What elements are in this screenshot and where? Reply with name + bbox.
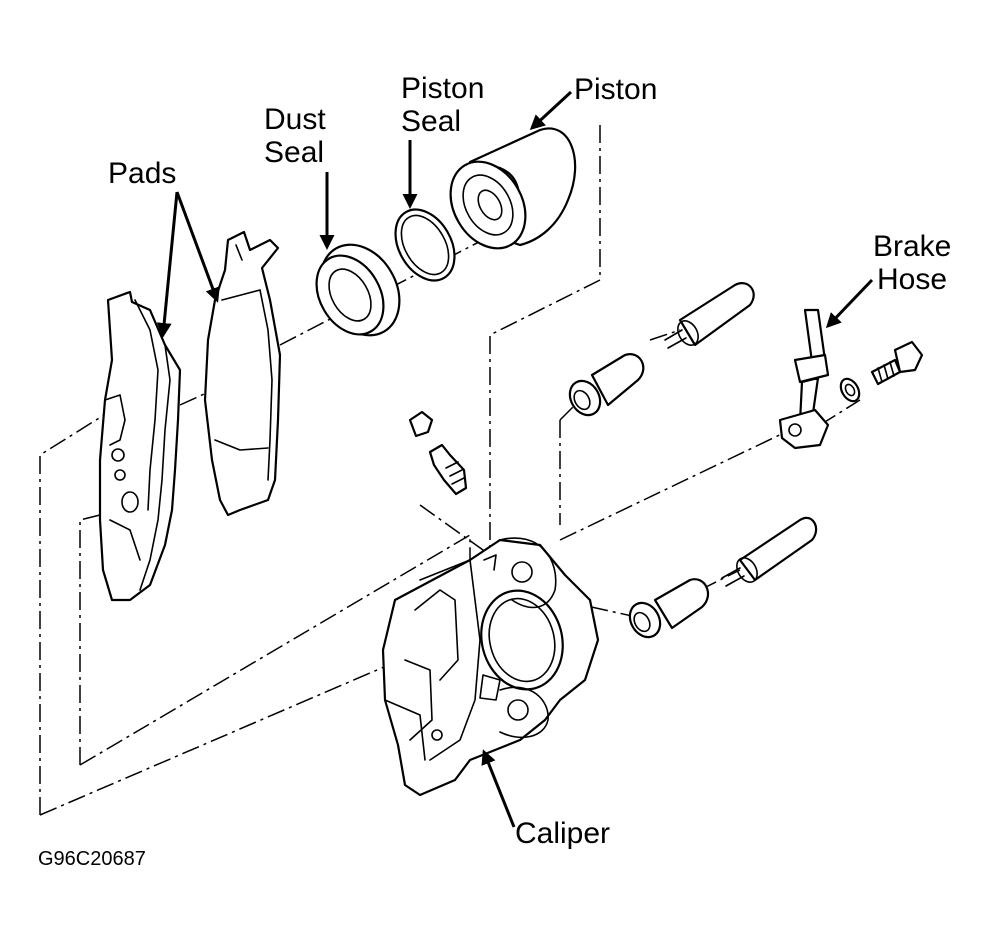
lower-guide-pin xyxy=(721,516,818,587)
label-caliper: Caliper xyxy=(515,817,611,850)
caliper-housing xyxy=(381,537,600,797)
label-piston: Piston xyxy=(574,73,658,106)
dust-seal xyxy=(315,243,401,337)
brake-hose xyxy=(778,308,830,450)
label-brake-hose-line1: Brake xyxy=(873,230,952,263)
copper-washer xyxy=(839,377,861,403)
piston-seal xyxy=(394,208,456,282)
bleeder-screw xyxy=(408,410,468,496)
banjo-bolt xyxy=(870,340,924,386)
label-pads: Pads xyxy=(108,157,177,190)
label-dust-seal-line2: Seal xyxy=(264,136,325,169)
label-piston-seal-line2: Seal xyxy=(401,105,462,138)
label-dust-seal-line1: Dust xyxy=(264,103,326,136)
upper-guide-pin xyxy=(664,282,755,349)
label-piston-seal-line1: Piston xyxy=(401,72,485,105)
label-brake-hose-line2: Hose xyxy=(877,263,948,296)
inner-pad xyxy=(203,230,282,517)
figure-code: G96C20687 xyxy=(38,848,146,870)
leader-arrows xyxy=(156,90,874,828)
lower-bushing xyxy=(628,578,709,639)
piston xyxy=(449,127,577,250)
upper-bushing xyxy=(568,353,645,417)
outer-pad xyxy=(98,290,182,602)
